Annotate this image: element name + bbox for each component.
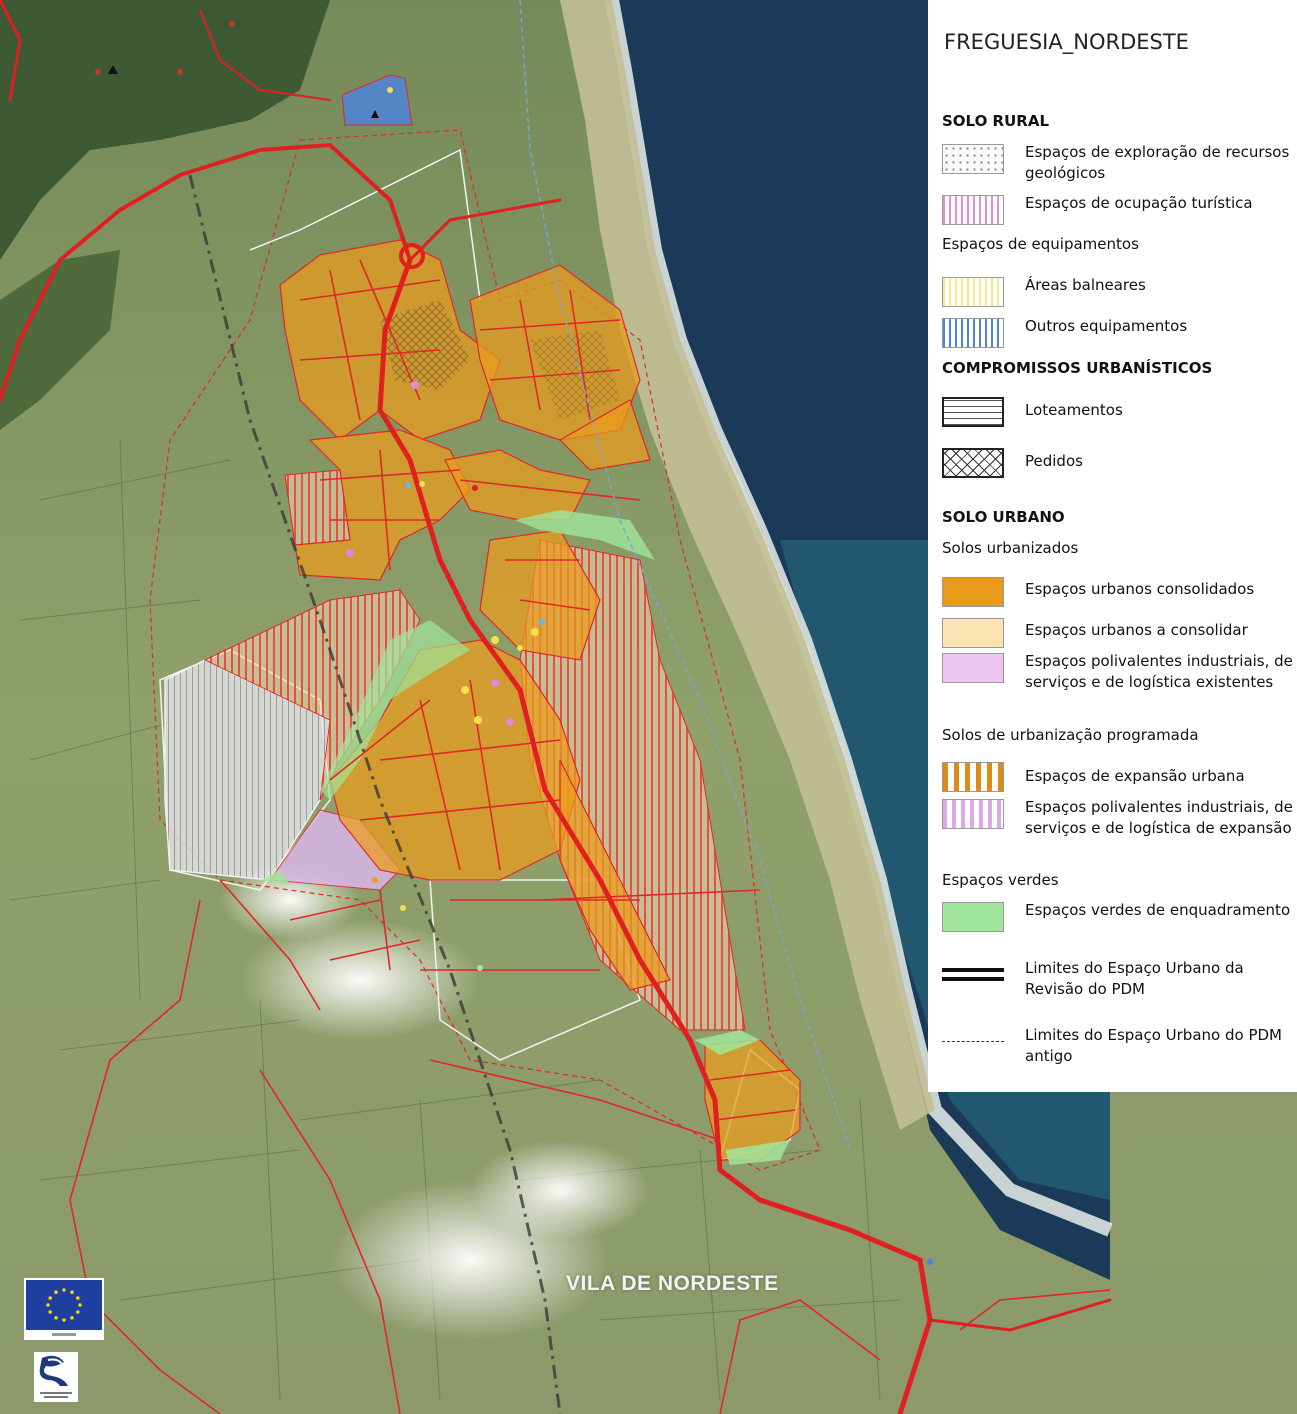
legend-section-solo-rural: SOLO RURAL: [942, 112, 1049, 130]
legend-label-geologicos: Espaços de exploração de recursos geológ…: [1025, 143, 1290, 182]
swatch-consolidados: [942, 577, 1004, 607]
swatch-turistica: [942, 195, 1004, 225]
legend-label-verdes-enquadramento: Espaços verdes de enquadramento: [1025, 901, 1291, 919]
swatch-pedidos: [942, 448, 1004, 478]
swatch-balneares: [942, 277, 1004, 307]
legend-item-a-consolidar: Espaços urbanos a consolidar: [942, 616, 1292, 656]
forest-area: [0, 0, 330, 260]
pedidos-area: [380, 300, 470, 390]
legend-label-pedidos: Pedidos: [1025, 452, 1083, 470]
legend-item-limites-antigo: Limites do Espaço Urbano do PDM antigo: [942, 1025, 1292, 1065]
main-road: [0, 0, 1112, 1414]
eu-flag-icon: [24, 1278, 104, 1340]
legend-item-turistica: Espaços de ocupação turística: [942, 193, 1292, 233]
cloud: [470, 1140, 650, 1240]
legend-item-verdes-enquadramento: Espaços verdes de enquadramento: [942, 900, 1292, 940]
legend-label-balneares: Áreas balneares: [1025, 276, 1146, 294]
legend-label-polivalentes-expansao: Espaços polivalentes industriais, de ser…: [1025, 798, 1293, 837]
beach: [560, 0, 935, 1130]
cloud: [240, 920, 480, 1040]
legend-subsection-equipamentos: Espaços de equipamentos: [942, 235, 1139, 253]
stream: [519, 0, 851, 1151]
legend-item-geologicos: Espaços de exploração de recursos geológ…: [942, 142, 1292, 182]
pdm-revision-limit: [188, 174, 562, 1414]
point-markers: [95, 21, 933, 1265]
urban-expansion-zone: [284, 469, 351, 546]
equipment-area: [341, 74, 413, 126]
swatch-a-consolidar: [942, 618, 1004, 648]
pedidos-area: [530, 330, 620, 420]
legend-item-expansao-urbana: Espaços de expansão urbana: [942, 760, 1292, 800]
legend-item-outros-equipamentos: Outros equipamentos: [942, 316, 1292, 356]
legend-label-consolidados: Espaços urbanos consolidados: [1025, 580, 1255, 598]
sea-light: [780, 540, 1110, 1200]
institution-logo-icon: [34, 1352, 78, 1402]
legend-panel: FREGUESIA_NORDESTE SOLO RURAL Espaços de…: [928, 0, 1297, 1092]
swatch-polivalentes-expansao: [942, 799, 1004, 829]
swatch-limites-revisao: [942, 960, 1004, 990]
swatch-expansao-urbana: [942, 762, 1004, 792]
legend-item-loteamentos: Loteamentos: [942, 395, 1292, 435]
legend-label-loteamentos: Loteamentos: [1025, 401, 1123, 419]
legend-subsection-programada: Solos de urbanização programada: [942, 726, 1199, 744]
legend-section-compromissos: COMPROMISSOS URBANÍSTICOS: [942, 359, 1213, 377]
legend-label-polivalentes-existentes: Espaços polivalentes industriais, de ser…: [1025, 652, 1293, 691]
swatch-loteamentos: [942, 397, 1004, 427]
legend-label-turistica: Espaços de ocupação turística: [1025, 194, 1253, 212]
swatch-outros-equipamentos: [942, 318, 1004, 348]
roundabout: [399, 243, 425, 269]
legend-item-balneares: Áreas balneares: [942, 275, 1292, 315]
legend-subsection-urbanizados: Solos urbanizados: [942, 539, 1079, 557]
legend-item-polivalentes-existentes: Espaços polivalentes industriais, de ser…: [942, 651, 1293, 715]
legend-item-polivalentes-expansao: Espaços polivalentes industriais, de ser…: [942, 797, 1293, 861]
legend-item-limites-revisao: Limites do Espaço Urbano da Revisão do P…: [942, 958, 1292, 998]
green-space: [515, 510, 655, 560]
legend-item-consolidados: Espaços urbanos consolidados: [942, 575, 1292, 615]
legend-label-outros-equipamentos: Outros equipamentos: [1025, 317, 1188, 335]
legend-title: FREGUESIA_NORDESTE: [944, 30, 1189, 54]
forest-area: [0, 250, 120, 430]
legend-label-limites-antigo: Limites do Espaço Urbano do PDM antigo: [1025, 1026, 1282, 1065]
swatch-polivalentes-existentes: [942, 653, 1004, 683]
swatch-limites-antigo: [942, 1027, 1004, 1057]
legend-subsection-verdes: Espaços verdes: [942, 871, 1059, 889]
legend-label-expansao-urbana: Espaços de expansão urbana: [1025, 767, 1245, 785]
local-roads: [69, 259, 1111, 1414]
legend-item-pedidos: Pedidos: [942, 446, 1292, 486]
green-space: [320, 620, 470, 800]
place-label-vila-de-nordeste: VILA DE NORDESTE: [566, 1272, 779, 1295]
legend-label-a-consolidar: Espaços urbanos a consolidar: [1025, 621, 1248, 639]
legend-label-limites-revisao: Limites do Espaço Urbano da Revisão do P…: [1025, 959, 1244, 998]
swatch-geologicos: [942, 144, 1004, 174]
legend-section-solo-urbano: SOLO URBANO: [942, 508, 1065, 526]
swatch-verdes-enquadramento: [942, 902, 1004, 932]
